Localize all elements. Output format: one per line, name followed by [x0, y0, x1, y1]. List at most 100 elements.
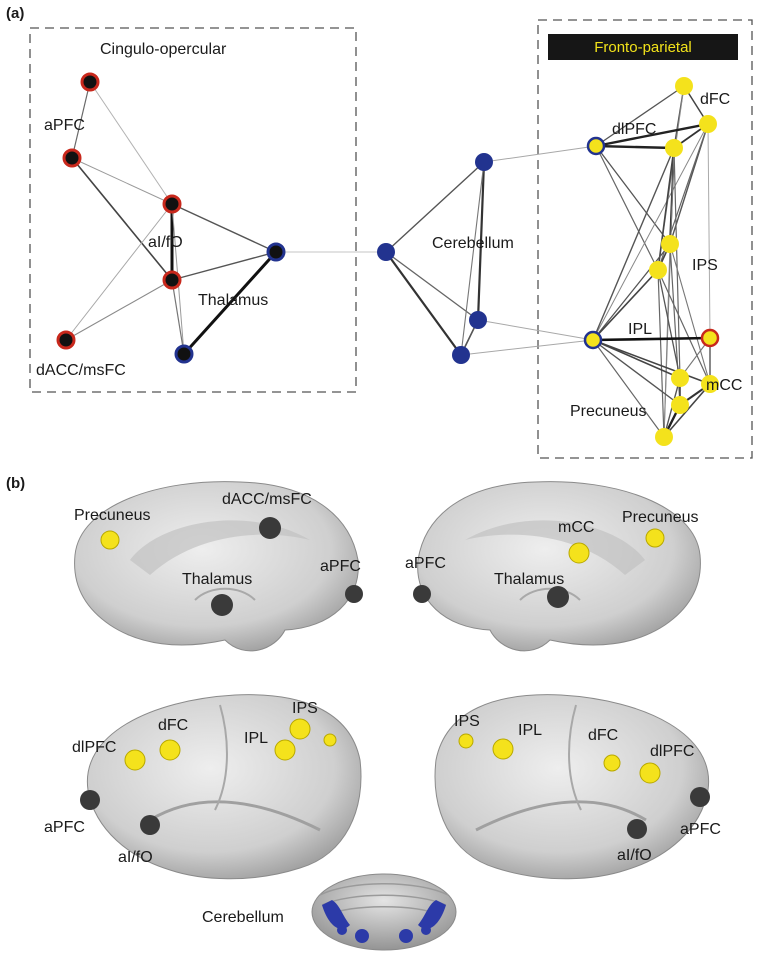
region-mcc [568, 542, 590, 564]
node-ips-upper [661, 235, 679, 253]
label-b-mr-precuneus: Precuneus [622, 509, 699, 526]
edge [592, 123, 709, 341]
label-b-cerebellum: Cerebellum [202, 909, 284, 926]
edge [385, 161, 485, 253]
edge [384, 250, 463, 357]
brain-cerebellum [311, 873, 457, 951]
edge [71, 81, 91, 159]
node-cerebellum-4 [452, 346, 470, 364]
cingulo-opercular-box [29, 27, 357, 393]
label-b-ml-precuneus: Precuneus [74, 507, 151, 524]
label-dfc: dFC [700, 91, 730, 108]
label-b-ml-apfc: aPFC [320, 558, 361, 575]
region-thalamus [211, 594, 233, 616]
brain-sulcus [465, 520, 645, 575]
brain-sulcus [519, 587, 581, 601]
cerebellum-fold [319, 883, 449, 896]
brain-surface [417, 481, 701, 652]
region-thalamus [547, 586, 569, 608]
label-apfc: aPFC [44, 117, 85, 134]
node-thalamus-right [266, 242, 286, 262]
brain-sulcus [475, 800, 647, 832]
fronto-parietal-title-bg [548, 34, 738, 60]
region-dlpfc [124, 749, 146, 771]
brain-lateral-left [80, 694, 362, 880]
edge [657, 269, 681, 379]
node-ips-lower [649, 261, 667, 279]
brain-lateral-right [434, 694, 710, 880]
edge [594, 144, 676, 150]
label-b-lr-apfc: aPFC [680, 821, 721, 838]
node-precuneus-3 [655, 428, 673, 446]
edge [592, 243, 671, 341]
label-dacc-msfc: dACC/msFC [36, 362, 126, 379]
edge [657, 269, 665, 438]
edge [592, 339, 681, 406]
brain-surface [74, 481, 359, 652]
label-b-ll-dlpfc: dlPFC [72, 739, 116, 756]
label-aifo: aI/fO [148, 234, 183, 251]
node-thalamus-left [174, 344, 194, 364]
edge [477, 319, 594, 341]
edge [592, 339, 711, 385]
edge [460, 339, 594, 356]
cingulo-opercular-title: Cingulo-opercular [100, 41, 227, 58]
region-cerebellum-right-small [421, 925, 431, 935]
label-b-lr-dlpfc: dlPFC [650, 743, 694, 760]
edge [592, 147, 675, 341]
brain-sulcus [214, 704, 228, 811]
edge [592, 269, 659, 341]
region-dlpfc [639, 762, 661, 784]
node-aifo-upper [162, 194, 182, 214]
edge [476, 160, 486, 322]
edge [182, 250, 278, 356]
label-b-ll-aifo: aI/fO [118, 849, 153, 866]
label-b-lr-ips: IPS [454, 713, 480, 730]
panel-b-label: (b) [6, 475, 25, 492]
region-dacc-msfc [259, 517, 281, 539]
region-cerebellum-right [418, 900, 446, 929]
edge [595, 145, 659, 271]
region-apfc [690, 787, 710, 807]
region-precuneus [100, 530, 120, 550]
edge [171, 279, 185, 355]
label-dlpfc: dlPFC [612, 121, 656, 138]
edge [657, 269, 711, 385]
label-b-lr-ipl: IPL [518, 722, 542, 739]
region-cerebellum-left-small [337, 925, 347, 935]
edge [65, 279, 173, 341]
region-apfc [345, 585, 363, 603]
label-b-ll-apfc: aPFC [44, 819, 85, 836]
label-b-mr-apfc: aPFC [405, 555, 446, 572]
edge [171, 203, 277, 253]
label-b-lr-aifo: aI/fO [617, 847, 652, 864]
node-dlpfc-right [665, 139, 683, 157]
brain-sulcus [149, 800, 321, 832]
edge [595, 85, 685, 147]
edge [657, 147, 675, 271]
node-cerebellum-2 [475, 153, 493, 171]
node-apfc-upper [80, 72, 100, 92]
cerebellum-surface [311, 873, 457, 951]
label-cerebellum: Cerebellum [432, 235, 514, 252]
edge [89, 81, 173, 205]
fronto-parietal-title: Fronto-parietal [594, 39, 692, 56]
edge [171, 251, 277, 281]
node-ipl [583, 330, 603, 350]
node-dlpfc [586, 136, 606, 156]
node-dacc [56, 330, 76, 350]
label-ips: IPS [692, 257, 718, 274]
node-precuneus-2 [671, 396, 689, 414]
brain-sulcus [568, 704, 582, 811]
label-thalamus: Thalamus [198, 292, 268, 309]
edge [483, 145, 597, 163]
node-aifo-lower [162, 270, 182, 290]
region-aifo [627, 819, 647, 839]
region-ipl [274, 739, 296, 761]
fronto-parietal-nodes [583, 77, 720, 446]
edge [71, 157, 173, 281]
node-dfc [699, 115, 717, 133]
label-ipl: IPL [628, 321, 652, 338]
label-b-ll-dfc: dFC [158, 717, 188, 734]
